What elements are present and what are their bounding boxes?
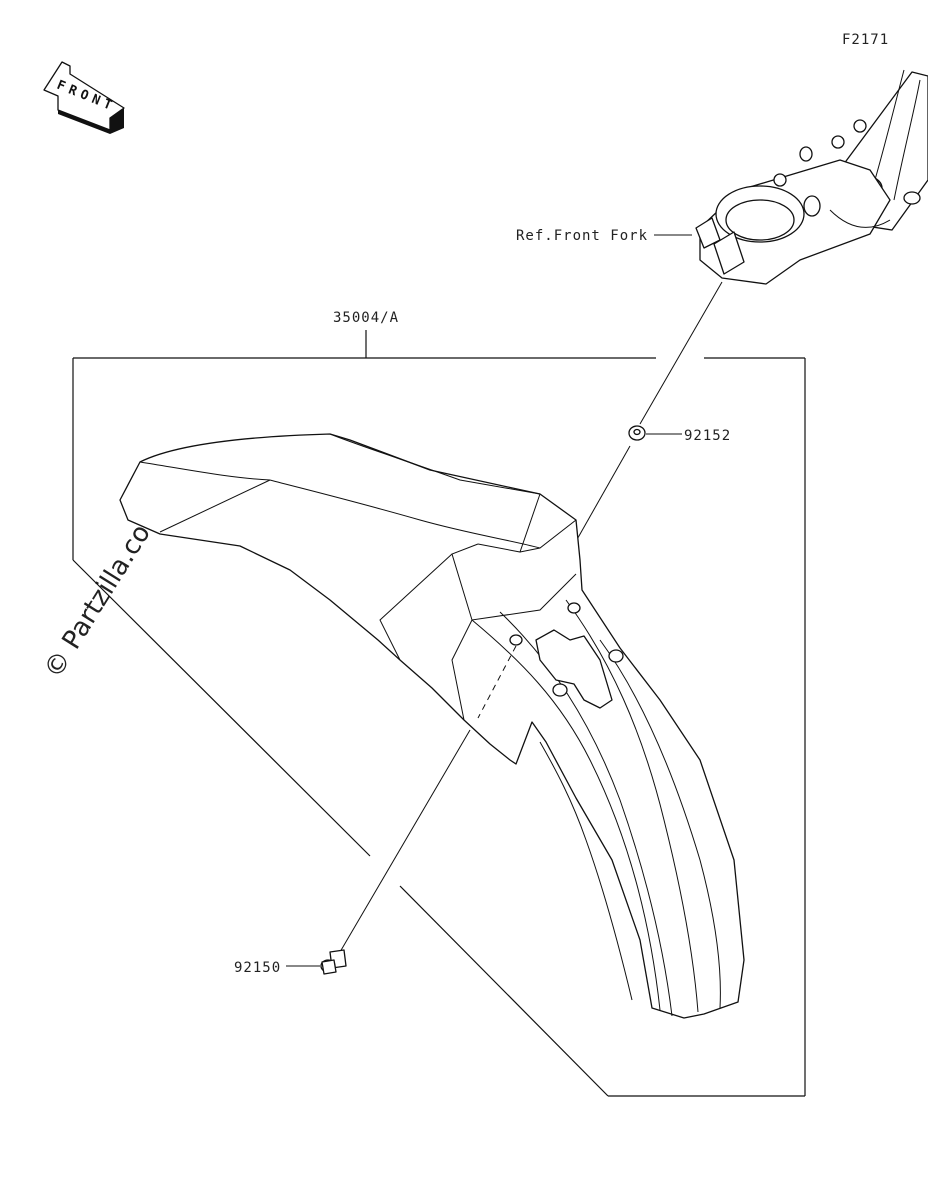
front-fender-illustration bbox=[119, 433, 745, 1019]
assembly-bracket bbox=[72, 330, 806, 1097]
front-arrow-icon: FRONT bbox=[43, 61, 125, 134]
washer-92152-icon bbox=[628, 425, 646, 441]
figure-code: F2171 bbox=[842, 32, 889, 48]
bolt-label: 92150 bbox=[234, 960, 281, 976]
washer-label: 92152 bbox=[684, 428, 731, 444]
bolt-leader bbox=[339, 729, 471, 953]
fender-assembly-label: 35004/A bbox=[333, 310, 399, 326]
washer-leader-upper bbox=[639, 281, 723, 425]
bolt-92150-icon bbox=[320, 949, 347, 975]
bolt-leader-dashed bbox=[477, 645, 517, 719]
front-fork-illustration bbox=[695, 69, 928, 285]
front-fork-ref-label: Ref.Front Fork bbox=[516, 228, 648, 244]
